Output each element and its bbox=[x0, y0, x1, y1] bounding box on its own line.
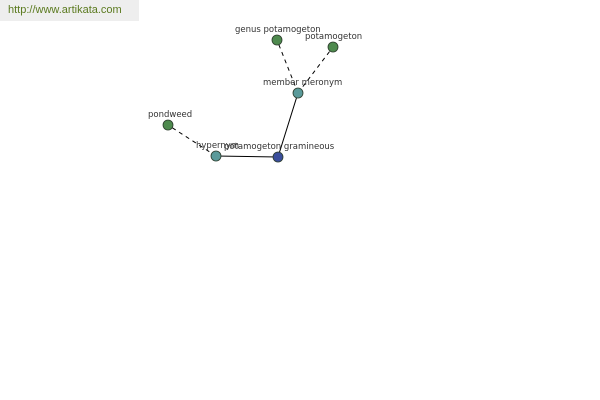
edge-member-meronym-to-potamogeton bbox=[297, 46, 334, 94]
node-label-potamogeton-gramineous[interactable]: potamogeton gramineous bbox=[224, 142, 335, 152]
node-label-pondweed[interactable]: pondweed bbox=[148, 110, 192, 120]
nodes-layer bbox=[162, 34, 339, 163]
edge-hypernym-to-pondweed bbox=[167, 124, 217, 157]
url-bar: http://www.artikata.com bbox=[0, 0, 139, 21]
node-label-hypernym[interactable]: hypernym bbox=[196, 141, 239, 151]
node-label-member-meronym[interactable]: member meronym bbox=[263, 78, 342, 88]
node-member-meronym[interactable] bbox=[292, 87, 304, 99]
node-potamogeton[interactable] bbox=[327, 41, 339, 53]
node-label-potamogeton[interactable]: potamogeton bbox=[305, 32, 362, 42]
node-label-genus-potamogeton[interactable]: genus potamogeton bbox=[235, 25, 321, 35]
node-pondweed[interactable] bbox=[162, 119, 174, 131]
site-url-link[interactable]: http://www.artikata.com bbox=[8, 4, 122, 16]
node-hypernym[interactable] bbox=[210, 150, 222, 162]
node-potamogeton-gramineous[interactable] bbox=[272, 151, 284, 163]
edge-member-meronym-to-genus-potamogeton bbox=[276, 39, 299, 94]
edge-potamogeton-gramineous-to-member-meronym bbox=[277, 92, 299, 158]
node-genus-potamogeton[interactable] bbox=[271, 34, 283, 46]
edge-potamogeton-gramineous-to-hypernym bbox=[215, 155, 279, 158]
edges-layer bbox=[167, 39, 334, 158]
